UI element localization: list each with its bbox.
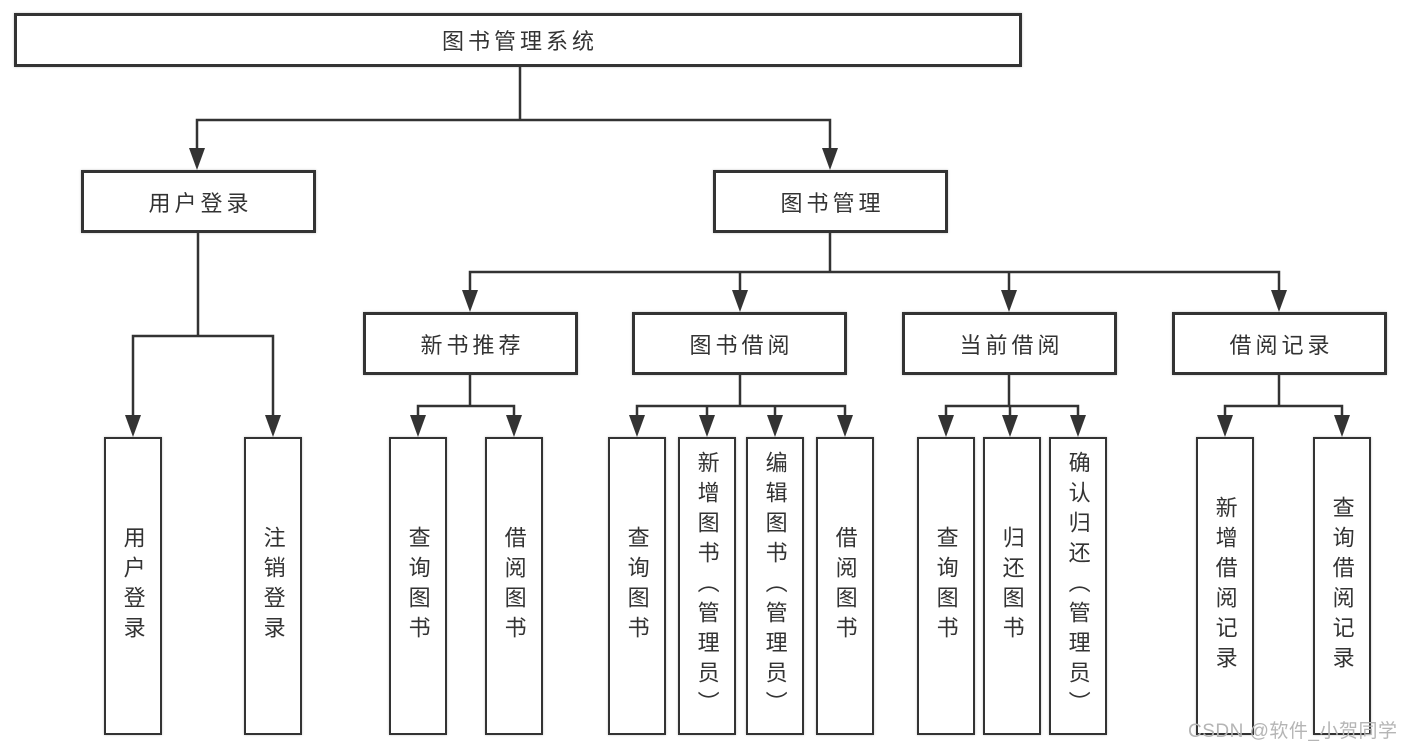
node-label: 图书管理: [780, 190, 885, 216]
leaf-label: 用户登录: [120, 526, 146, 646]
leaf-logout: 注销登录: [244, 437, 302, 735]
node-label: 借阅记录: [1229, 332, 1334, 358]
leaf-add-book-admin: 新增图书（管理员）: [678, 437, 736, 735]
node-label: 图书借阅: [689, 332, 794, 358]
node-label: 图书管理系统: [441, 29, 598, 54]
node-book-management: 图书管理: [713, 170, 948, 233]
leaf-label: 查询图书: [624, 526, 650, 646]
leaf-return-books: 归还图书: [983, 437, 1041, 735]
leaf-label: 归还图书: [999, 526, 1025, 646]
node-label: 用户登录: [148, 190, 253, 216]
leaf-edit-book-admin: 编辑图书（管理员）: [746, 437, 804, 735]
leaf-user-login: 用户登录: [104, 437, 162, 735]
leaf-query-books-current: 查询图书: [917, 437, 975, 735]
leaf-borrow-books-recommend: 借阅图书: [485, 437, 543, 735]
csdn-watermark: CSDN @软件_小贺同学: [1188, 721, 1398, 742]
leaf-label: 新增借阅记录: [1212, 496, 1238, 676]
leaf-label: 注销登录: [260, 526, 286, 646]
leaf-query-borrow-record: 查询借阅记录: [1313, 437, 1371, 735]
leaf-label: 查询图书: [933, 526, 959, 646]
leaf-borrow-books: 借阅图书: [816, 437, 874, 735]
leaf-label: 确认归还（管理员）: [1065, 451, 1091, 721]
node-label: 当前借阅: [959, 332, 1064, 358]
leaf-confirm-return-admin: 确认归还（管理员）: [1049, 437, 1107, 735]
leaf-label: 查询图书: [405, 526, 431, 646]
node-new-book-recommendation: 新书推荐: [363, 312, 578, 375]
node-label: 新书推荐: [420, 332, 525, 358]
leaf-label: 新增图书（管理员）: [694, 451, 720, 721]
node-book-borrowing: 图书借阅: [632, 312, 847, 375]
leaf-label: 查询借阅记录: [1329, 496, 1355, 676]
node-borrowing-records: 借阅记录: [1172, 312, 1387, 375]
node-user-login: 用户登录: [81, 170, 316, 233]
node-root-library-system: 图书管理系统: [14, 13, 1022, 67]
leaf-add-borrow-record: 新增借阅记录: [1196, 437, 1254, 735]
leaf-label: 编辑图书（管理员）: [762, 451, 788, 721]
leaf-query-books-borrowing: 查询图书: [608, 437, 666, 735]
leaf-label: 借阅图书: [832, 526, 858, 646]
leaf-label: 借阅图书: [501, 526, 527, 646]
leaf-query-books-recommend: 查询图书: [389, 437, 447, 735]
node-current-borrowing: 当前借阅: [902, 312, 1117, 375]
